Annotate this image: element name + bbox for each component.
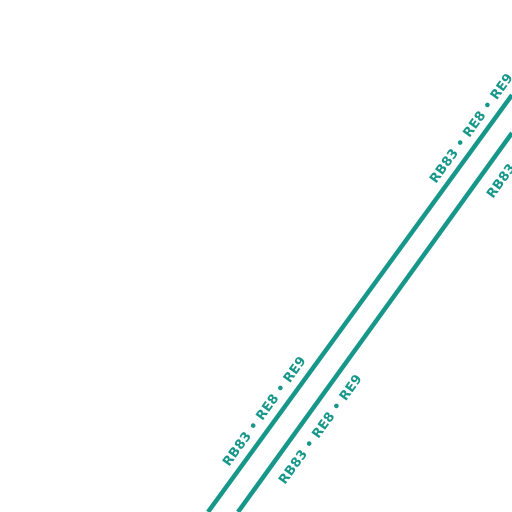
rail-line-west-path[interactable] xyxy=(206,93,512,512)
rail-line-east-path[interactable] xyxy=(236,131,512,512)
